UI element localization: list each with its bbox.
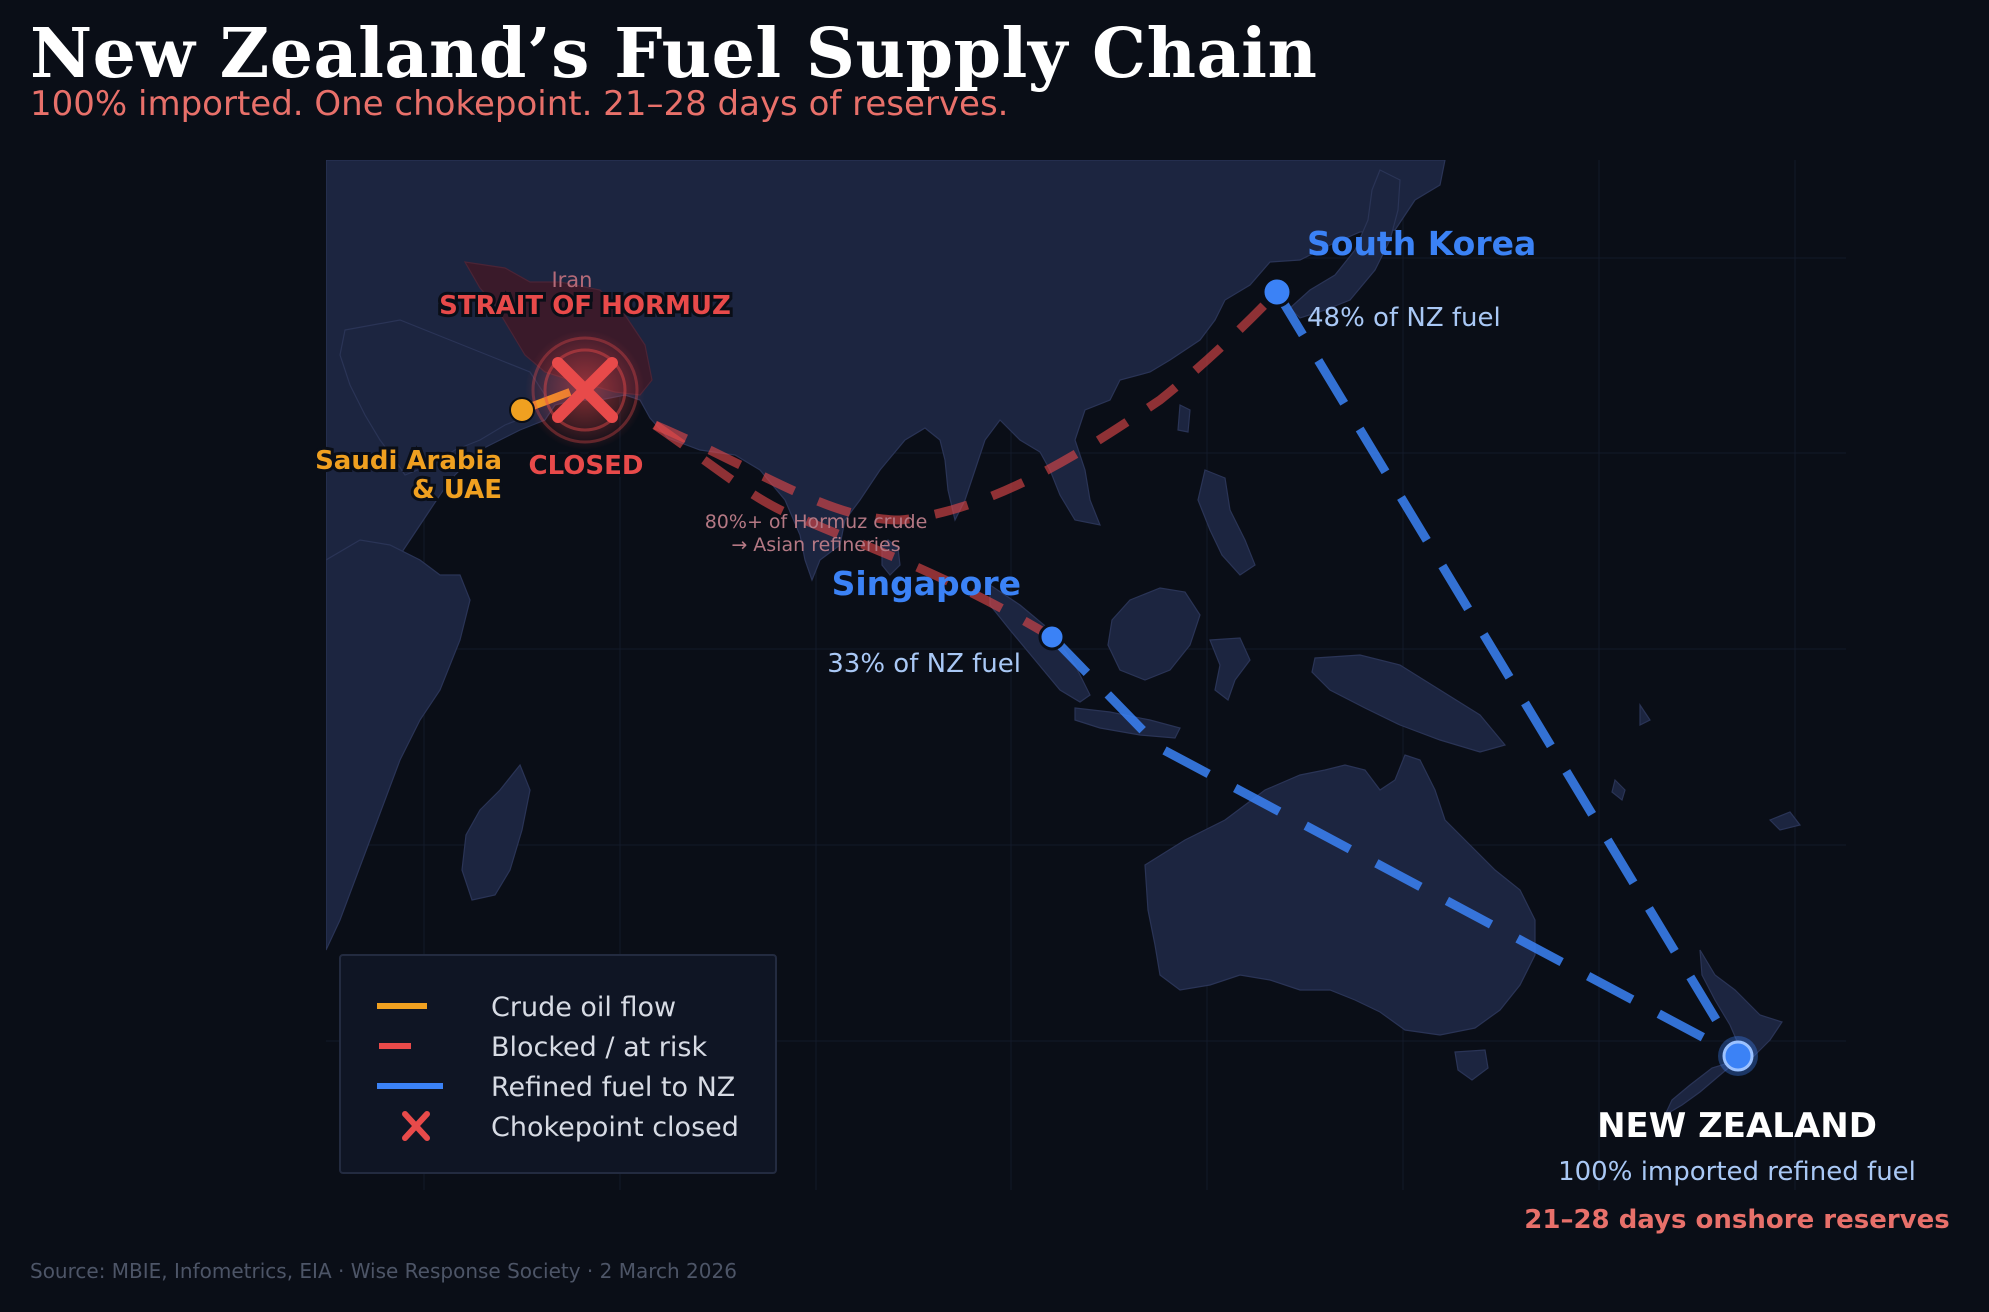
saudi-node bbox=[509, 397, 535, 423]
saudi-label-line1: Saudi Arabia bbox=[315, 446, 502, 476]
hormuz-label: STRAIT OF HORMUZ bbox=[439, 291, 731, 321]
grid-lines bbox=[326, 160, 1846, 1190]
legend-label: Refined fuel to NZ bbox=[491, 1072, 736, 1103]
source-note: Source: MBIE, Infometrics, EIA · Wise Re… bbox=[30, 1259, 737, 1283]
philippines-land bbox=[1197, 469, 1256, 576]
madagascar-land bbox=[461, 763, 531, 901]
blocked-dash-icon bbox=[379, 1043, 411, 1049]
legend-label: Blocked / at risk bbox=[491, 1032, 708, 1063]
page-title: New Zealand’s Fuel Supply Chain bbox=[30, 14, 1318, 94]
legend-label: Chokepoint closed bbox=[491, 1112, 739, 1143]
nz-label: NEW ZEALAND bbox=[1597, 1106, 1877, 1146]
blocked-route-singapore bbox=[652, 421, 1055, 641]
nz-node bbox=[1722, 1040, 1754, 1072]
singapore-share: 33% of NZ fuel bbox=[827, 649, 1021, 679]
legend-item-chokepoint: Chokepoint closed bbox=[341, 1106, 775, 1146]
pacific-islands-land bbox=[1611, 703, 1802, 831]
arabia-land bbox=[339, 319, 546, 476]
saudi-label-line2: & UAE bbox=[412, 475, 502, 505]
south-korea-node bbox=[1261, 276, 1293, 308]
hormuz-chokepoint bbox=[525, 330, 645, 450]
nz-reserves-label: 21–28 days onshore reserves bbox=[1524, 1205, 1949, 1235]
legend-item-blocked: Blocked / at risk bbox=[341, 1026, 775, 1066]
nz-north-island-land bbox=[1699, 949, 1783, 1059]
nz-sub-label: 100% imported refined fuel bbox=[1558, 1157, 1916, 1187]
borneo-land bbox=[1107, 587, 1201, 681]
closed-label: CLOSED bbox=[529, 451, 644, 481]
sumatra-land bbox=[989, 583, 1091, 703]
south-korea-label: South Korea bbox=[1307, 224, 1536, 263]
refined-route-singapore-nz bbox=[1048, 633, 1741, 1060]
refined-route-korea-nz bbox=[1273, 289, 1742, 1059]
asian-note-line2: → Asian refineries bbox=[731, 534, 900, 556]
south-korea-share: 48% of NZ fuel bbox=[1307, 303, 1501, 333]
legend-label: Crude oil flow bbox=[491, 992, 677, 1023]
blocked-route-korea bbox=[653, 288, 1281, 525]
land-masses bbox=[326, 160, 1802, 1117]
australia-land bbox=[1144, 754, 1536, 1036]
sulawesi-land bbox=[1209, 637, 1251, 701]
legend-item-crude: Crude oil flow bbox=[341, 986, 775, 1026]
nz-south-island-land bbox=[1663, 1059, 1739, 1117]
map-legend: Crude oil flow Blocked / at risk Refined… bbox=[339, 954, 777, 1174]
crude-line-icon bbox=[377, 1003, 427, 1009]
singapore-label: Singapore bbox=[832, 564, 1021, 603]
tasmania-land bbox=[1454, 1049, 1489, 1081]
page-subtitle: 100% imported. One chokepoint. 21–28 day… bbox=[30, 84, 1009, 124]
iran-label: Iran bbox=[551, 268, 592, 292]
eurasia-land bbox=[326, 160, 1446, 601]
new-guinea-land bbox=[1311, 654, 1507, 753]
taiwan-land bbox=[1177, 404, 1191, 433]
x-mark-icon bbox=[402, 1111, 430, 1141]
refined-line-icon bbox=[377, 1083, 443, 1089]
asian-note-line1: 80%+ of Hormuz crude bbox=[705, 511, 928, 533]
singapore-node bbox=[1038, 623, 1066, 651]
africa-land bbox=[326, 539, 471, 951]
japan-land bbox=[1289, 169, 1401, 319]
legend-item-refined: Refined fuel to NZ bbox=[341, 1066, 775, 1106]
x-mark-icon bbox=[552, 357, 618, 423]
